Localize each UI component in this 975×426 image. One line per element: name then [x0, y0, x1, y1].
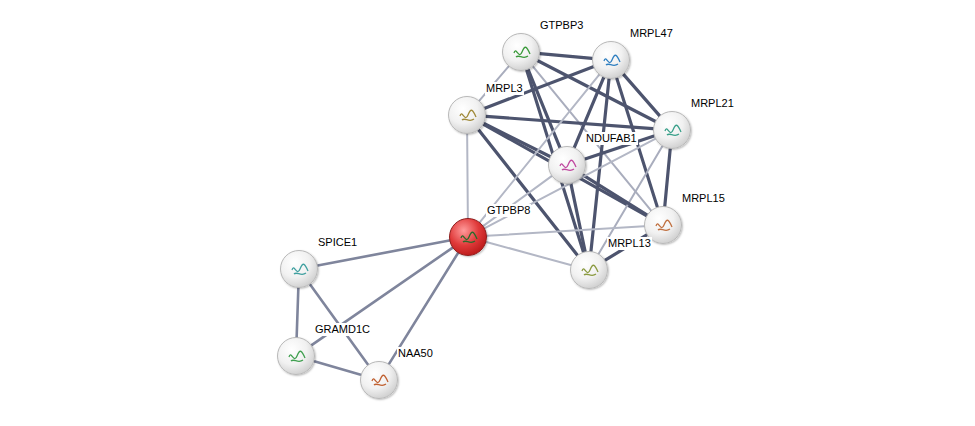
- node-label: MRPL13: [607, 237, 652, 250]
- interaction-line: [540, 54, 592, 59]
- structure-glyph: [654, 217, 674, 235]
- protein-node: MRPL21: [653, 111, 691, 149]
- node-label: GRAMD1C: [314, 323, 371, 336]
- interaction-line: [314, 361, 360, 374]
- structure-glyph: [580, 262, 600, 280]
- protein-node: SPICE1: [280, 250, 318, 288]
- interaction-line: [486, 242, 570, 265]
- interaction-line: [623, 74, 659, 115]
- node-label: NDUFAB1: [585, 132, 638, 145]
- node-label: GTPBP3: [539, 19, 584, 32]
- protein-node: GTPBP8: [449, 218, 487, 256]
- structure-glyph: [287, 348, 307, 366]
- node-label: MRPL3: [485, 82, 524, 95]
- interaction-line: [571, 184, 585, 252]
- protein-node: MRPL3: [448, 96, 486, 134]
- node-label: MRPL15: [681, 192, 726, 205]
- interaction-line: [486, 116, 653, 128]
- node-label: MRPL21: [690, 97, 735, 110]
- node-label: NAA50: [397, 347, 434, 360]
- protein-node: MRPL13: [570, 251, 608, 289]
- structure-glyph: [459, 229, 479, 247]
- interaction-line: [484, 124, 647, 215]
- structure-glyph: [370, 372, 390, 390]
- interaction-line: [483, 176, 551, 226]
- protein-node: MRPL47: [592, 41, 630, 79]
- interaction-line: [533, 67, 651, 211]
- structure-glyph: [290, 261, 310, 279]
- structure-glyph: [663, 122, 683, 140]
- interaction-line: [665, 149, 670, 206]
- structure-glyph: [512, 44, 532, 62]
- protein-node: GTPBP3: [502, 33, 540, 71]
- structure-glyph: [458, 107, 478, 125]
- interaction-line: [389, 253, 458, 364]
- interaction-line: [583, 175, 647, 215]
- interaction-line: [297, 288, 299, 337]
- interaction-line: [485, 139, 655, 228]
- node-label: GTPBP8: [486, 204, 531, 217]
- interaction-line: [466, 134, 469, 218]
- interaction-line: [487, 226, 644, 236]
- structure-glyph: [558, 157, 578, 175]
- protein-node: GRAMD1C: [277, 337, 315, 375]
- node-label: SPICE1: [317, 236, 358, 249]
- protein-node: NDUFAB1: [548, 146, 586, 184]
- structure-glyph: [602, 52, 622, 70]
- node-label: MRPL47: [629, 27, 674, 40]
- protein-node: NAA50: [360, 361, 398, 399]
